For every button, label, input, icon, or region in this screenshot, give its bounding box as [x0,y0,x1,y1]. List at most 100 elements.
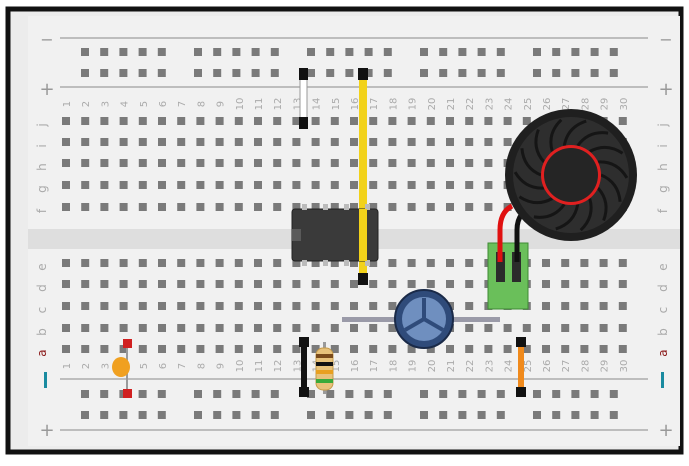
column-number-top: 29 [600,98,611,111]
rail-hole [383,390,392,398]
row-letter-right: e [656,263,670,270]
rail-hole [307,69,315,77]
ceramic-cap-pad [123,339,132,348]
rail-hole [477,411,486,419]
rail-hole [157,69,166,77]
orange-jumper-wire [518,341,524,393]
tie-point-hole [100,117,109,125]
tie-point-hole [542,259,550,267]
tie-point-hole [138,280,147,288]
column-number-bottom: 6 [158,363,169,369]
rail-hole [439,390,448,398]
rail-hole [213,69,222,77]
tie-point-hole [100,203,109,211]
rail-hole [496,69,505,77]
tie-point-hole [254,280,262,288]
rail-hole [345,411,354,419]
tie-point-hole [254,159,262,167]
rail-hole [552,390,561,398]
tie-point-hole [234,259,243,267]
tie-point-hole [465,302,474,310]
tie-point-hole [369,117,378,125]
tie-point-hole [62,324,70,332]
column-number-bottom: 3 [100,363,111,369]
tie-point-hole [426,345,435,353]
tie-point-hole [388,181,397,189]
tie-point-hole [522,324,531,332]
tie-point-hole [407,280,416,288]
tie-point-hole [369,203,378,211]
wire-end [358,68,368,80]
tie-point-hole [292,280,301,288]
rail-hole [590,48,599,56]
tie-point-hole [330,302,339,310]
tie-point-hole [196,345,205,353]
tie-point-hole [350,345,358,353]
tie-point-hole [350,117,358,125]
rail-hole [251,411,260,419]
rail-hole [232,390,241,398]
tie-point-hole [215,259,224,267]
rail-hole [213,390,222,398]
tie-point-hole [580,302,589,310]
rail-hole [119,48,128,56]
tie-point-hole [465,203,474,211]
rail-hole [552,69,561,77]
rail-hole [571,390,580,398]
tie-point-hole [138,345,147,353]
tie-point-hole [273,138,282,146]
tie-point-hole [62,181,70,189]
rail-hole [157,390,166,398]
column-number-top: 16 [350,98,361,111]
column-number-bottom: 23 [484,360,495,373]
speaker-fin [600,173,622,202]
rail-blue-marker-left [44,372,47,388]
rail-plus-tr: + [658,79,673,100]
tie-point-hole [350,203,358,211]
rail-hole [81,411,89,419]
tie-point-hole [542,324,550,332]
rail-minus-tr: − [659,30,672,49]
resistor-band [316,362,333,366]
column-number-bottom: 27 [561,360,572,373]
rail-hole [590,390,599,398]
tie-point-hole [599,345,608,353]
tie-point-hole [254,203,262,211]
wire-end [299,117,308,129]
tie-point-hole [234,345,243,353]
row-letter-left: i [35,144,49,147]
column-number-top: 7 [177,101,188,107]
row-letter-left: c [35,307,49,314]
tie-point-hole [177,280,186,288]
tie-point-hole [369,259,378,267]
tie-point-hole [407,138,416,146]
tie-point-hole [119,280,128,288]
tie-point-hole [311,117,320,125]
tie-point-hole [407,117,416,125]
tie-point-hole [426,138,435,146]
tie-point-hole [254,324,262,332]
tie-point-hole [273,259,282,267]
tie-point-hole [350,138,358,146]
tie-point-hole [158,203,166,211]
tie-point-hole [292,203,301,211]
rail-hole [383,69,392,77]
electrolytic-capacitor [342,289,500,349]
tie-point-hole [388,302,397,310]
tie-point-hole [426,280,435,288]
column-number-bottom: 1 [62,363,73,369]
tie-point-hole [177,181,186,189]
tie-point-hole [273,117,282,125]
column-number-bottom: 18 [388,360,399,373]
tie-point-hole [138,324,147,332]
tie-point-hole [330,345,339,353]
rail-hole [345,390,354,398]
tie-point-hole [254,117,262,125]
tie-point-hole [138,159,147,167]
rail-hole [81,48,89,56]
column-number-top: 11 [254,98,265,111]
rail-hole [609,69,618,77]
rail-hole [119,69,128,77]
